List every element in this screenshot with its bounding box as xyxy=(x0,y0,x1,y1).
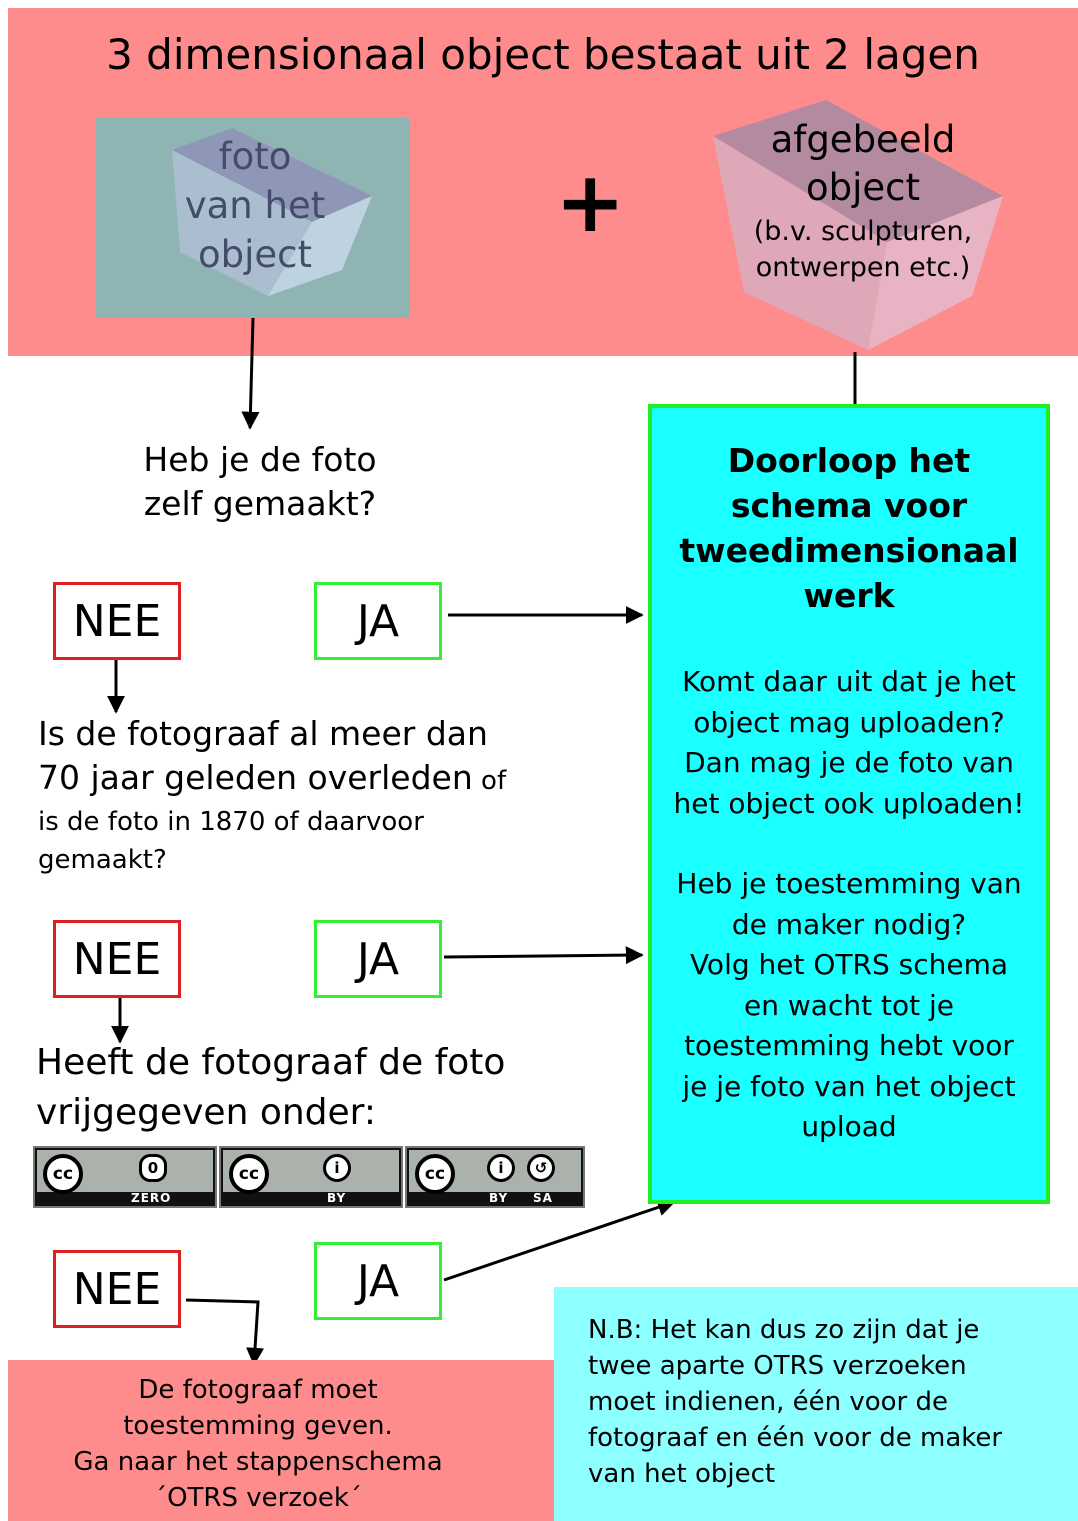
plus-sign: + xyxy=(555,153,626,251)
note-line: N.B: Het kan dus zo zijn dat je xyxy=(588,1315,980,1345)
heading-line: Doorloop het xyxy=(727,441,971,480)
attribution-icon: i xyxy=(323,1154,351,1182)
note-box xyxy=(554,1287,1078,1521)
paragraph-line: Heb je toestemming van xyxy=(676,867,1022,900)
question-line-main: 70 jaar geleden overleden xyxy=(38,758,473,797)
question-line: gemaakt? xyxy=(38,845,167,875)
question-line-small: of xyxy=(472,766,507,796)
arrow-ja2 xyxy=(443,946,644,965)
arrow-ja3 xyxy=(443,1198,676,1282)
object-cube-icon xyxy=(713,100,1003,350)
permission-line: De fotograaf moet xyxy=(138,1375,378,1405)
answer-yes-1: JA xyxy=(314,582,442,660)
question-line: 70 jaar geleden overleden of xyxy=(38,756,598,803)
answer-yes-3: JA xyxy=(314,1242,442,1320)
cc-icon: cc xyxy=(415,1154,455,1194)
paragraph-line: het object ook uploaden! xyxy=(673,786,1025,820)
zero-icon: 0 xyxy=(139,1154,167,1182)
question-line: vrijgegeven onder: xyxy=(36,1092,376,1133)
answer-yes-2: JA xyxy=(314,920,442,998)
photo-label-line: foto xyxy=(218,135,292,178)
photo-cube-icon xyxy=(172,128,372,296)
note-line: fotograaf en één voor de maker xyxy=(588,1423,1003,1453)
badge-label: ZERO xyxy=(131,1191,172,1205)
question-line: Heb je de foto xyxy=(143,440,377,479)
note-line: moet indienen, één voor de xyxy=(588,1387,948,1417)
permission-line: ´OTRS verzoek´ xyxy=(154,1483,362,1513)
cc-icon: cc xyxy=(229,1154,269,1194)
two-dimensional-scheme-box: Doorloop het schema voor tweedimensionaa… xyxy=(648,404,1050,1204)
cc-icon: cc xyxy=(43,1154,83,1194)
badge-label: BY xyxy=(489,1191,509,1205)
question-line: is de foto in 1870 of daarvoor xyxy=(38,807,424,837)
license-badge-cc0: cc 0 ZERO xyxy=(33,1146,217,1208)
share-alike-icon: ↺ xyxy=(527,1154,555,1182)
paragraph-line: Komt daar uit dat je het xyxy=(682,665,1016,698)
paragraph-line: de maker nodig? xyxy=(731,907,967,941)
photo-layer-label: foto van het object xyxy=(140,132,370,279)
question-line: zelf gemaakt? xyxy=(143,484,377,523)
photo-label-line: object xyxy=(197,233,313,276)
paragraph-line: object mag uploaden? xyxy=(693,705,1005,739)
arrow-photo-to-q1 xyxy=(241,317,260,430)
object-layer-title: afgebeeld object xyxy=(720,116,1006,212)
paragraph-line: toestemming hebt voor xyxy=(684,1029,1014,1062)
question-line: Heeft de fotograaf de foto xyxy=(36,1042,506,1083)
two-d-paragraph-1: Komt daar uit dat je het object mag uplo… xyxy=(652,662,1046,824)
object-sub-line: (b.v. sculpturen, xyxy=(753,216,973,247)
badge-label: SA xyxy=(533,1191,553,1205)
paragraph-line: Dan mag je de foto van xyxy=(684,746,1014,779)
permission-line: Ga naar het stappenschema xyxy=(73,1447,443,1477)
object-layer-subtitle: (b.v. sculpturen, ontwerpen etc.) xyxy=(720,214,1006,286)
paragraph-line: en wacht tot je xyxy=(744,988,954,1022)
heading-line: schema voor xyxy=(730,486,968,525)
note-text: N.B: Het kan dus zo zijn dat je twee apa… xyxy=(588,1312,1058,1492)
photo-label-line: van het xyxy=(184,184,326,227)
answer-no-2: NEE xyxy=(53,920,181,998)
note-line: van het object xyxy=(588,1459,776,1489)
two-d-paragraph-2: Heb je toestemming van de maker nodig? V… xyxy=(652,864,1046,1148)
object-title-line: afgebeeld xyxy=(770,118,956,161)
question-70-years: Is de fotograaf al meer dan 70 jaar gele… xyxy=(38,712,598,879)
object-title-line: object xyxy=(805,166,921,209)
badge-label: BY xyxy=(327,1191,347,1205)
question-license: Heeft de fotograaf de foto vrijgegeven o… xyxy=(36,1038,596,1138)
photographer-permission-text: De fotograaf moet toestemming geven. Ga … xyxy=(8,1372,508,1516)
paragraph-line: je je foto van het object xyxy=(682,1069,1016,1103)
arrow-nee3 xyxy=(185,1298,265,1366)
permission-line: toestemming geven. xyxy=(123,1411,393,1441)
license-badge-cc-by: cc i BY xyxy=(219,1146,403,1208)
note-line: twee aparte OTRS verzoeken xyxy=(588,1351,967,1381)
two-d-heading: Doorloop het schema voor tweedimensionaa… xyxy=(652,438,1046,618)
paragraph-line: Volg het OTRS schema xyxy=(689,948,1009,981)
object-sub-line: ontwerpen etc.) xyxy=(755,252,971,283)
answer-no-1: NEE xyxy=(53,582,181,660)
banner-title: 3 dimensionaal object bestaat uit 2 lage… xyxy=(106,30,980,79)
paragraph-line: upload xyxy=(801,1110,897,1143)
license-badge-cc-by-sa: cc i ↺ BY SA xyxy=(405,1146,585,1208)
heading-line: tweedimensionaal xyxy=(679,531,1019,570)
heading-line: werk xyxy=(803,576,895,615)
question-line: Is de fotograaf al meer dan xyxy=(38,714,488,753)
attribution-icon: i xyxy=(487,1154,515,1182)
photographer-permission-box xyxy=(8,1360,554,1521)
answer-no-3: NEE xyxy=(53,1250,181,1328)
question-self-made: Heb je de foto zelf gemaakt? xyxy=(100,438,420,526)
